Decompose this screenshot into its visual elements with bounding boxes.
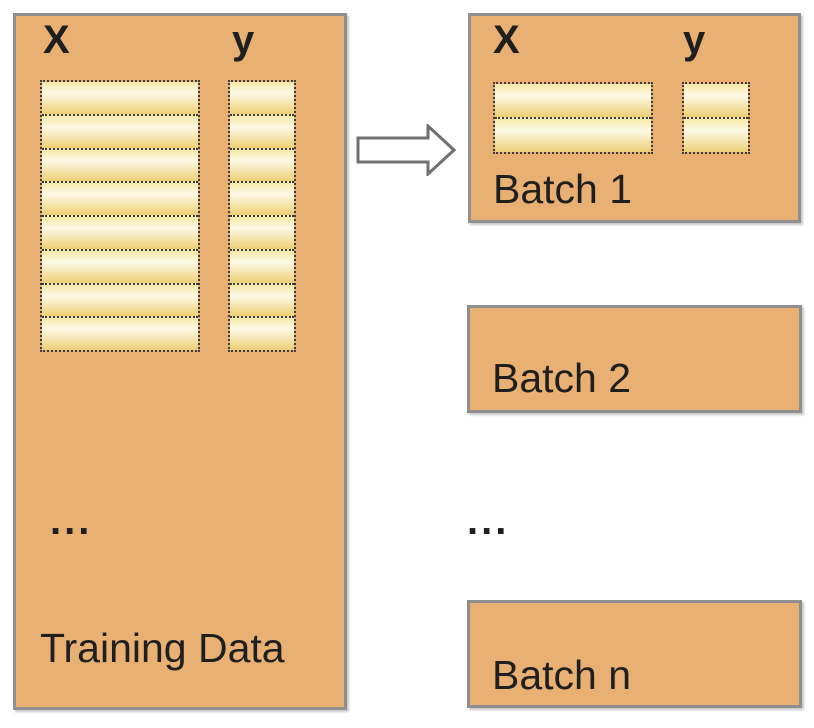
batch-1-label: Batch 1 (493, 166, 633, 212)
data-row-stripe (230, 284, 294, 319)
training-data-label: Training Data (40, 625, 285, 671)
data-row-stripe (230, 115, 294, 150)
training-y-column-label: y (232, 18, 255, 62)
more-batches-ellipsis: ... (467, 499, 510, 543)
training-x-data-grid (40, 80, 200, 352)
data-row-stripe (42, 149, 198, 184)
training-data-panel: X y ... Training Data (13, 13, 347, 710)
batch-2-panel: Batch 2 (467, 305, 802, 413)
batch-1-panel: X y Batch 1 (468, 13, 801, 223)
batch-1-y-column-label: y (683, 18, 706, 62)
batch-1-x-column-label: X (493, 18, 520, 62)
batch-1-x-data-grid (493, 82, 653, 154)
data-row-stripe (42, 318, 198, 350)
data-row-stripe (230, 318, 294, 350)
batch-n-panel: Batch n (467, 600, 802, 708)
data-row-stripe (230, 149, 294, 184)
data-row-stripe (230, 82, 294, 116)
batch-2-label: Batch 2 (492, 355, 632, 401)
data-row-stripe (42, 284, 198, 319)
data-row-stripe (42, 115, 198, 150)
training-x-column-label: X (43, 18, 70, 62)
data-row-stripe (230, 217, 294, 251)
data-row-stripe (684, 84, 748, 119)
data-row-stripe (42, 183, 198, 217)
data-row-stripe (495, 119, 651, 152)
data-row-stripe (230, 250, 294, 285)
data-row-stripe (684, 119, 748, 152)
data-row-stripe (495, 84, 651, 119)
data-row-stripe (230, 183, 294, 217)
data-row-stripe (42, 250, 198, 285)
data-row-stripe (42, 82, 198, 116)
batch-1-y-data-grid (682, 82, 750, 154)
batch-n-label: Batch n (492, 652, 632, 698)
data-row-stripe (42, 217, 198, 251)
training-more-rows-ellipsis: ... (50, 499, 93, 543)
right-arrow-icon (356, 124, 456, 176)
training-y-data-grid (228, 80, 296, 352)
